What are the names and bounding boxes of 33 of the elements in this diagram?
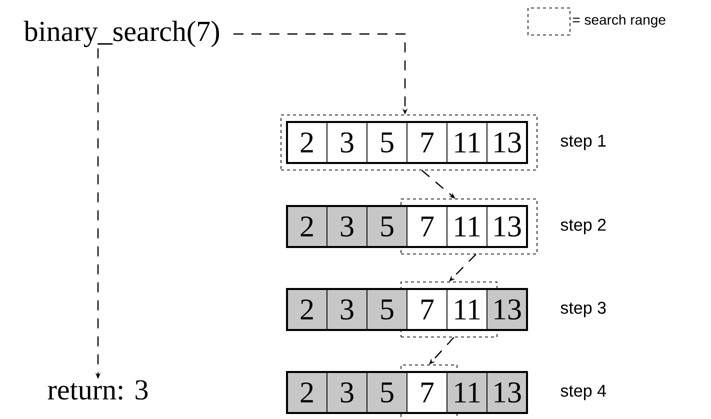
- array-cell: 11: [446, 206, 488, 248]
- step-label: step 1: [560, 134, 606, 150]
- array-cell: 2: [286, 122, 328, 164]
- array-cell: 7: [406, 288, 448, 330]
- array-cell: 2: [286, 206, 328, 248]
- array-cell: 2: [286, 288, 328, 330]
- array-cell: 5: [366, 288, 408, 330]
- array-cell: 11: [446, 372, 488, 414]
- array-cell: 3: [326, 206, 368, 248]
- search-range-box: [400, 198, 538, 254]
- array-cell: 13: [486, 288, 528, 330]
- array-cell: 13: [486, 372, 528, 414]
- step-label: step 2: [560, 218, 606, 234]
- array-cell: 7: [406, 122, 448, 164]
- array-cell: 5: [366, 206, 408, 248]
- array-cell: 13: [486, 206, 528, 248]
- array-cell: 7: [406, 206, 448, 248]
- array-cell: 13: [486, 122, 528, 164]
- array-cell: 11: [446, 122, 488, 164]
- search-range-box: [280, 114, 538, 170]
- function-text: return: 3: [48, 380, 148, 400]
- array-cell: 5: [366, 122, 408, 164]
- array-cell: 3: [326, 372, 368, 414]
- array-cell: 2: [286, 372, 328, 414]
- array-cell: 3: [326, 122, 368, 164]
- function-text: binary_search(7): [24, 20, 219, 48]
- step-label: step 3: [560, 302, 606, 318]
- array-cell: 3: [326, 288, 368, 330]
- array-cell: 7: [406, 372, 448, 414]
- array-cell: 5: [366, 372, 408, 414]
- legend-text: = search range: [572, 14, 666, 28]
- step-label: step 4: [560, 384, 606, 400]
- array-cell: 11: [446, 288, 488, 330]
